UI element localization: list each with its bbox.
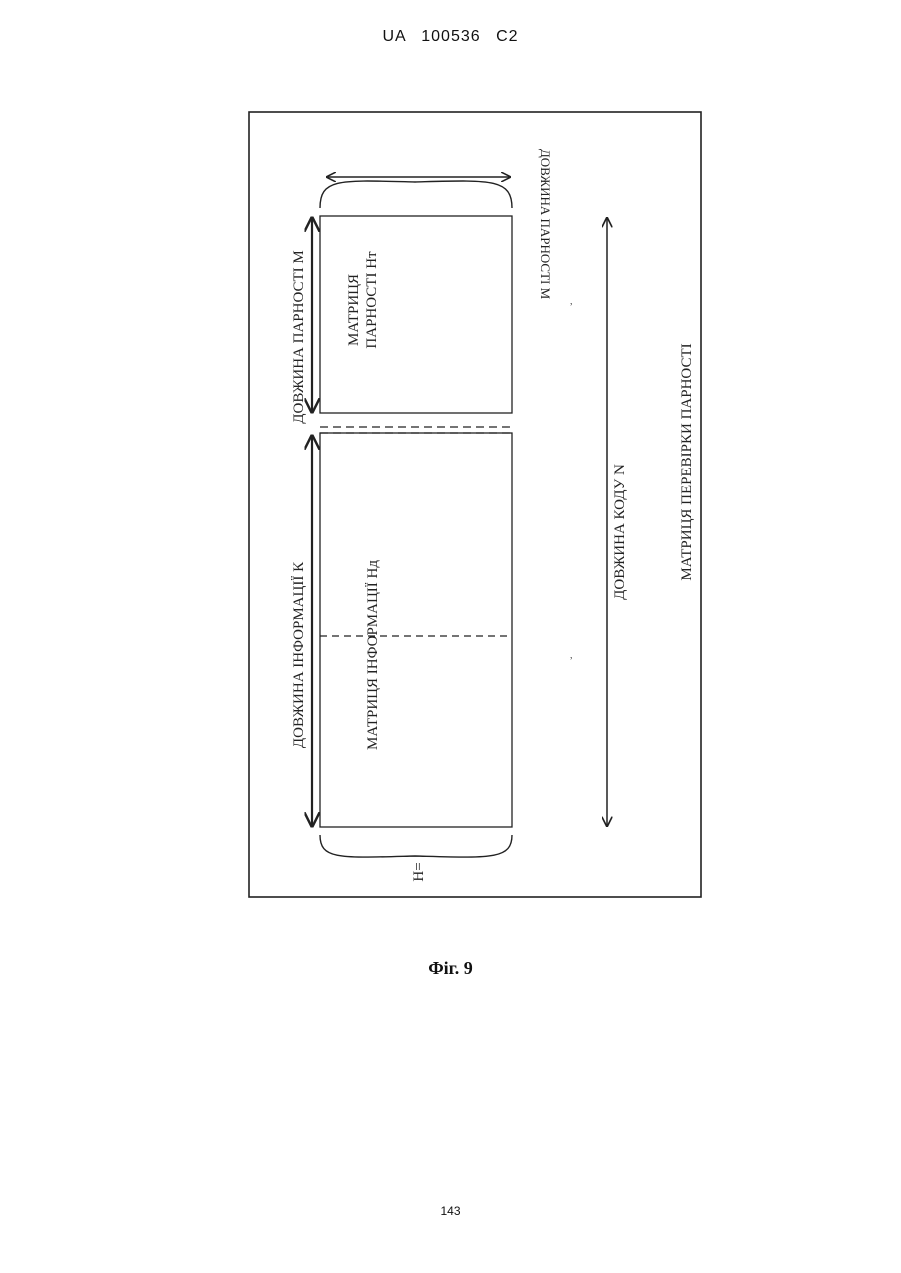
- parity-length-label-left: ДОВЖИНА ПАРНОСТІ М: [291, 250, 307, 424]
- page-number: 143: [0, 1204, 901, 1218]
- h-equals-label: H=: [411, 862, 427, 881]
- scan-speck: ,: [570, 296, 573, 307]
- figure-frame: [249, 112, 701, 897]
- info-matrix-label: МАТРИЦЯ ІНФОРМАЦІЇ Hд: [364, 560, 381, 750]
- check-matrix-label: МАТРИЦЯ ПЕРЕВІРКИ ПАРНОСТІ: [679, 343, 695, 580]
- scan-speck: ,: [570, 650, 573, 661]
- parity-length-label-right: ДОВЖИНА ПАРНОСТІ М: [538, 149, 553, 300]
- information-matrix-block: [320, 433, 512, 827]
- info-length-label: ДОВЖИНА ІНФОРМАЦІЇ К: [290, 561, 307, 748]
- figure-caption: Фіг. 9: [0, 958, 901, 979]
- parity-matrix-label-line2: ПАРНОСТІ Hт: [364, 251, 380, 349]
- bottom-brace: [320, 835, 512, 857]
- top-brace: [320, 181, 512, 208]
- code-length-label: ДОВЖИНА КОДУ N: [612, 464, 628, 600]
- parity-matrix-label-line1: МАТРИЦЯ: [346, 274, 362, 346]
